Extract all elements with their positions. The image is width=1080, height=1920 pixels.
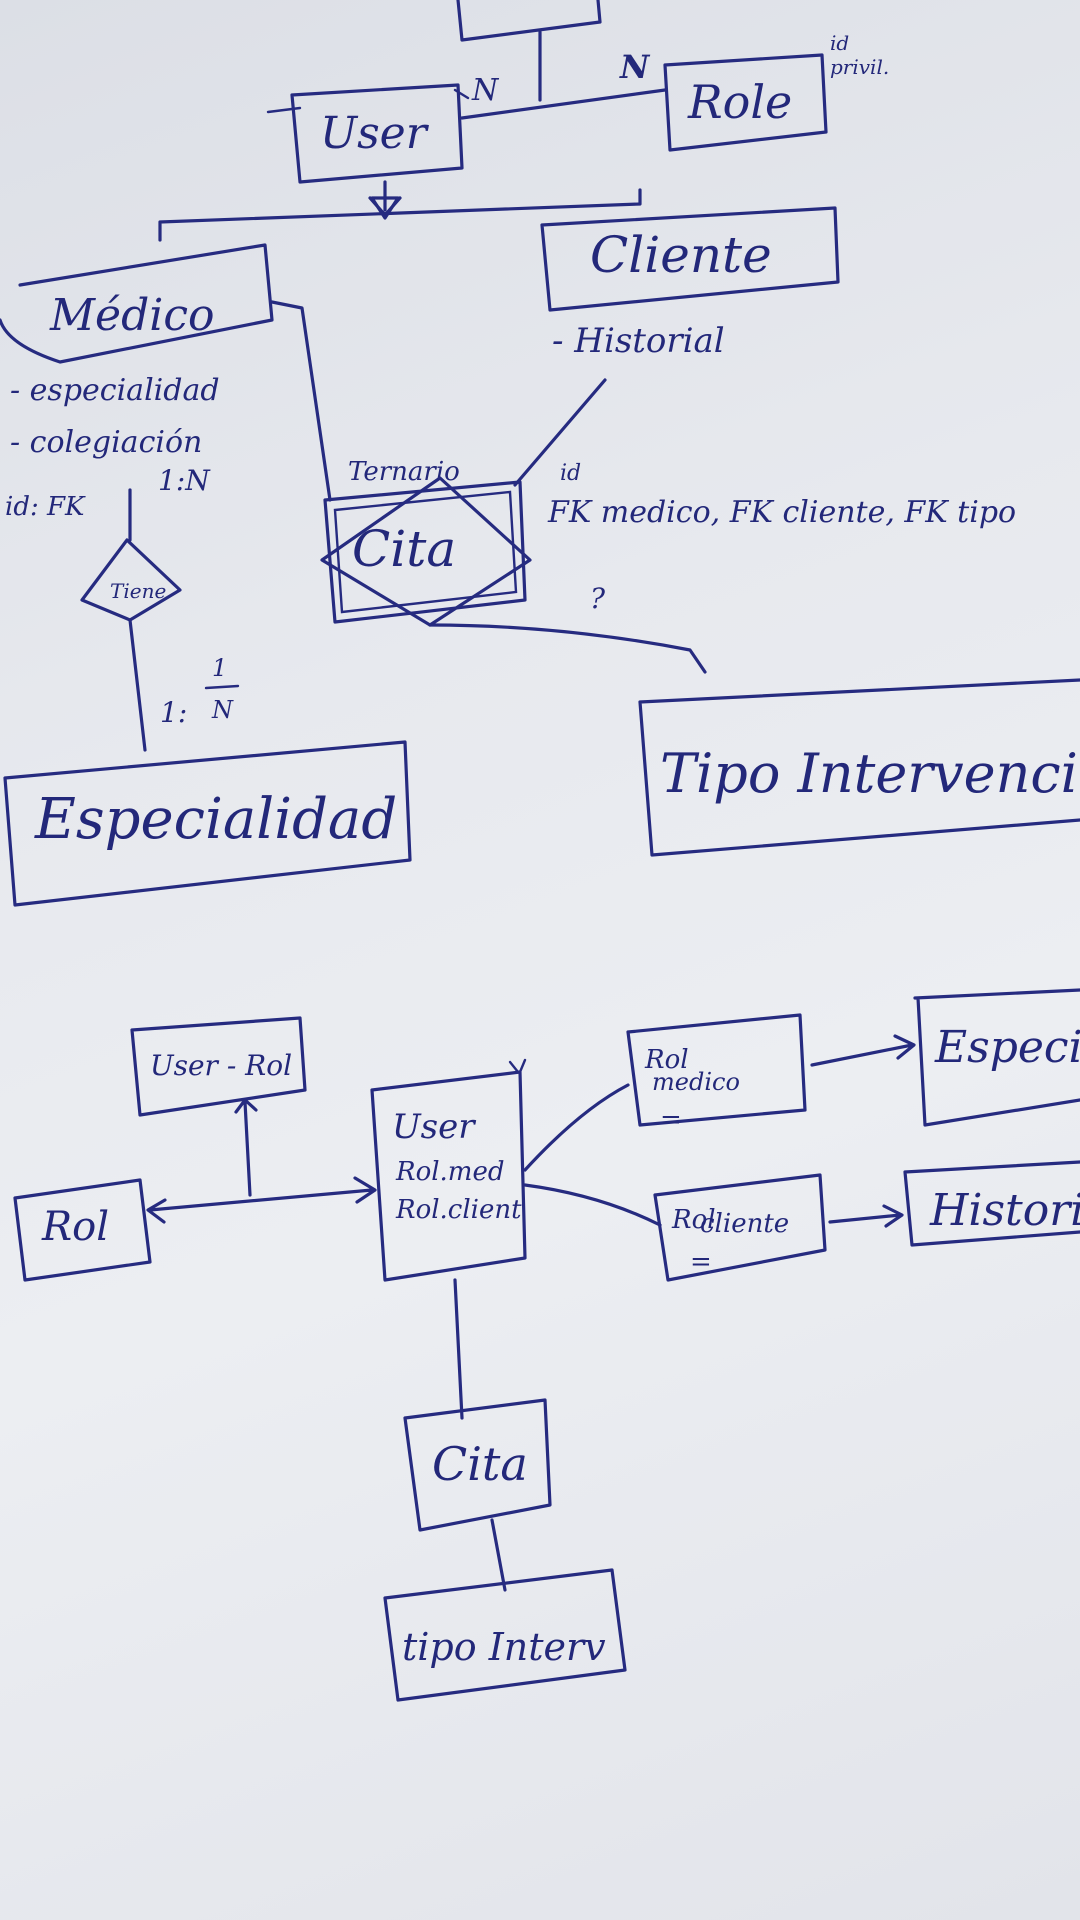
entity-rol-label: Rol — [41, 1204, 109, 1250]
medico-attr-colegiacion: - colegiación — [10, 425, 202, 460]
inheritance-arrow-head — [370, 196, 400, 220]
entity-role-label: Role — [687, 75, 792, 129]
entity-user-bottom-line2: Rol.med — [395, 1157, 505, 1187]
entity-rol-cliente-line1: Rol — [671, 1205, 716, 1235]
rolmedico-especialidad-arrow — [810, 1034, 916, 1067]
medico-attr-especialidad: - especialidad — [10, 373, 220, 408]
fraction-bar — [204, 684, 240, 690]
entity-cita-bottom-label: Cita — [432, 1437, 528, 1491]
entity-rol-cliente-line2: cliente — [700, 1209, 789, 1239]
cita-attr-id: id — [560, 461, 581, 486]
entity-historial-label: Histori — [929, 1185, 1080, 1236]
entity-cliente-label: Cliente — [590, 226, 772, 284]
cardinality-user-role-right: N — [619, 48, 651, 86]
user-rolmedico-connector — [523, 1083, 630, 1172]
user-cita-connector — [453, 1278, 464, 1420]
cardinality-tiene-top: 1:N — [158, 464, 211, 497]
medico-attr-idfk: id: FK — [5, 492, 86, 522]
entity-especialidad-label: Especialidad — [34, 787, 397, 852]
entity-tipo-interv-label: tipo Interv — [402, 1625, 606, 1669]
user-role-relation-line — [460, 88, 667, 120]
entity-user-bottom: User Rol.med Rol.client — [370, 1058, 527, 1282]
cita-ternario-note: Ternario — [348, 457, 460, 487]
entity-rol: Rol — [13, 1178, 152, 1282]
entity-historial: Histori — [903, 1160, 1080, 1247]
entity-cita-top-label: Cita — [352, 520, 456, 578]
entity-user: User — [266, 83, 470, 184]
entity-role: Role — [663, 53, 828, 152]
rolcliente-historial-arrow — [828, 1204, 904, 1228]
cliente-attr-historial: - Historial — [552, 321, 725, 361]
user-rolcliente-connector — [523, 1183, 662, 1227]
entity-user-rol-label: User - Rol — [150, 1049, 292, 1082]
entity-user-label: User — [320, 108, 430, 159]
entity-especialidad-bottom: Especia — [913, 988, 1080, 1127]
rol-cliente-equals: = — [690, 1247, 712, 1277]
cita-tipo-connector — [428, 623, 707, 674]
cardinality-tiene-frac-num: 1 — [212, 654, 227, 682]
entity-rol-medico: Rol medico = — [626, 1013, 807, 1135]
entity-tipo-interv: tipo Interv — [383, 1568, 627, 1702]
inheritance-connector — [158, 180, 642, 242]
top-partial-box — [456, 0, 602, 42]
entity-user-bottom-line3: Rol.client — [395, 1195, 522, 1225]
entity-medico: Médico — [0, 243, 274, 364]
cita-attr-fks: FK medico, FK cliente, FK tipo — [547, 495, 1016, 530]
tiene-connector — [128, 488, 147, 752]
entity-rol-cliente: Rol cliente = — [653, 1173, 827, 1282]
entity-tipo-intervencion-label: Tipo Intervenció — [660, 742, 1080, 805]
entity-cita-bottom: Cita — [403, 1398, 552, 1532]
entity-user-bottom-line1: User — [392, 1107, 476, 1147]
entity-rol-medico-line1: Rol — [644, 1045, 689, 1075]
cita-medico-connector — [270, 300, 332, 502]
relationship-tiene-label: Tiene — [110, 579, 166, 603]
cita-question-mark: ? — [590, 582, 606, 615]
cardinality-tiene-frac-den: N — [211, 696, 234, 724]
entity-tipo-intervencion: Tipo Intervenció — [638, 678, 1080, 857]
entity-cita-top: Cita — [320, 476, 532, 627]
role-attr-privil: privil. — [830, 55, 889, 79]
entity-rol-medico-line2: medico — [652, 1068, 740, 1096]
entity-especialidad: Especialidad — [3, 740, 412, 907]
user-to-rol-arrow — [146, 1176, 377, 1224]
entity-especialidad-bottom-label: Especia — [934, 1022, 1080, 1073]
relationship-tiene: Tiene — [80, 538, 182, 622]
cardinality-tiene-bottom: 1: — [160, 696, 187, 729]
entity-user-rol: User - Rol — [130, 1016, 307, 1117]
cita-tipointerv-connector — [490, 1518, 507, 1592]
cardinality-user-role-left: N — [471, 73, 500, 108]
cita-cliente-connector — [513, 378, 607, 487]
user-rol-connector — [234, 1098, 258, 1197]
rol-medico-equals: = — [660, 1105, 682, 1135]
entity-cliente: Cliente — [540, 206, 840, 312]
entity-medico-label: Médico — [49, 290, 214, 341]
role-attr-id: id — [830, 31, 849, 55]
